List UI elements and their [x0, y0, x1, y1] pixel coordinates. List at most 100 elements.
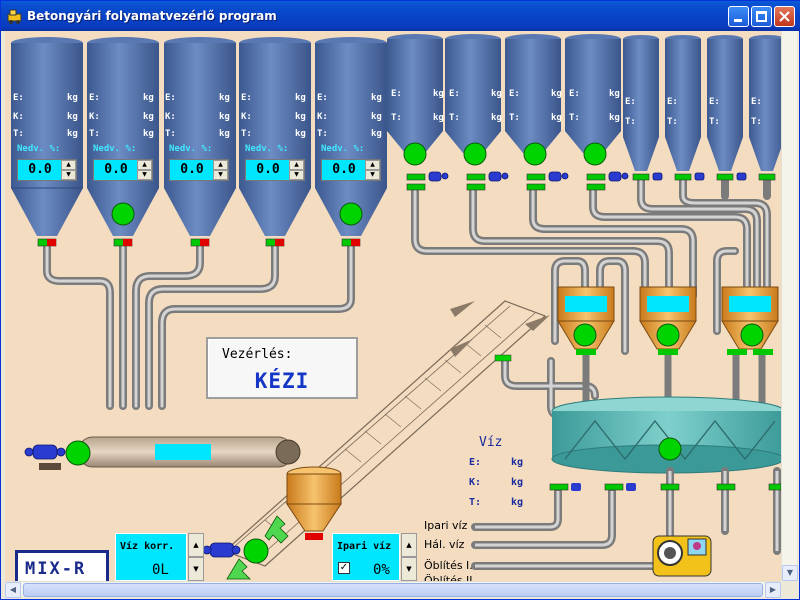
silo-3-k-unit: kg: [219, 112, 230, 122]
scroll-left-button[interactable]: ◀: [5, 582, 21, 598]
title-bar[interactable]: Betongyári folyamatvezérlő program: [1, 1, 800, 31]
network-water-pipe-label: Hál. víz: [424, 538, 465, 551]
aggregate-hopper: [286, 466, 342, 540]
water-correction-box[interactable]: Víz korr. 0L: [115, 533, 187, 581]
silo-4-k-label: K:: [241, 112, 252, 122]
rsilo-6-e: E:: [667, 97, 678, 107]
stepper-down-button[interactable]: ▼: [289, 170, 304, 180]
vertical-scrollbar[interactable]: ▼: [781, 31, 798, 581]
silo-2-t-label: T:: [89, 129, 100, 139]
industrial-water-caption: Ipari víz: [337, 541, 392, 552]
silo-5-e-unit: kg: [371, 93, 382, 103]
stepper-down-button[interactable]: ▼: [137, 170, 152, 180]
horizontal-scroll-thumb[interactable]: [23, 583, 763, 597]
stepper-down-button[interactable]: ▼: [61, 170, 76, 180]
water-k-unit: kg: [511, 477, 524, 488]
rsilo-2-e: E:: [449, 89, 460, 99]
control-mode-panel[interactable]: Vezérlés: KÉZI: [206, 337, 358, 399]
rsilo-2-e-unit: kg: [491, 89, 502, 99]
rsilo-7-t: T:: [709, 117, 720, 127]
silo-2-moisture-label: Nedv. %:: [93, 144, 137, 154]
stepper-up-button[interactable]: ▲: [137, 160, 152, 170]
arrow-up-icon: [226, 515, 289, 580]
resize-grip[interactable]: [781, 581, 797, 597]
rsilo-2-t: T:: [449, 113, 460, 123]
silo-5-k-label: K:: [317, 112, 328, 122]
rinse-1-pipe-label: Öblítés I.: [424, 559, 473, 572]
control-mode-value[interactable]: KÉZI: [254, 369, 310, 393]
stepper-up-button[interactable]: ▲: [365, 160, 380, 170]
silo-3-e-label: E:: [165, 93, 176, 103]
silo-5-moisture-value[interactable]: 0.0: [322, 160, 366, 180]
stepper-down-button[interactable]: ▼: [365, 170, 380, 180]
silo-5-moisture-stepper[interactable]: 0.0 ▲▼: [321, 159, 381, 181]
right-silo-7: [707, 35, 743, 171]
silo-4-moisture-label: Nedv. %:: [245, 144, 289, 154]
silo-2-t-unit: kg: [143, 129, 154, 139]
right-silo-indicators: [403, 142, 607, 166]
right-silo-group: [387, 34, 781, 171]
stepper-up-button[interactable]: ▲: [61, 160, 76, 170]
rsilo-1-e-unit: kg: [433, 89, 444, 99]
industrial-water-checkbox[interactable]: ✓: [338, 562, 350, 574]
close-button[interactable]: [774, 6, 795, 27]
rsilo-4-t-unit: kg: [609, 113, 620, 123]
rsilo-3-t: T:: [509, 113, 520, 123]
rsilo-6-t: T:: [667, 117, 678, 127]
silo-4-moisture-stepper[interactable]: 0.0 ▲▼: [245, 159, 305, 181]
silo-2-moisture-value[interactable]: 0.0: [94, 160, 138, 180]
rsilo-5-e: E:: [625, 97, 636, 107]
close-icon: [779, 11, 790, 22]
scroll-right-button[interactable]: ▶: [765, 582, 781, 598]
right-silo-1: [387, 34, 443, 153]
silo-1-moisture-stepper[interactable]: 0.0 ▲▼: [17, 159, 77, 181]
silo-1-t-label: T:: [13, 129, 24, 139]
horizontal-scrollbar[interactable]: ◀ ▶: [5, 581, 781, 598]
water-correction-down-button[interactable]: ▼: [188, 557, 204, 581]
industrial-water-box[interactable]: Ipari víz ✓ 0%: [332, 533, 400, 581]
industrial-water-down-button[interactable]: ▼: [401, 557, 417, 581]
stepper-up-button[interactable]: ▲: [289, 160, 304, 170]
water-correction-caption: Víz korr.: [120, 541, 175, 552]
industrial-water-up-button[interactable]: ▲: [401, 533, 417, 557]
mixer-valves: [549, 483, 781, 491]
silo-5-t-unit: kg: [371, 129, 382, 139]
feeder-indicator: [243, 538, 269, 564]
rsilo-8-t: T:: [751, 117, 762, 127]
water-correction-up-button[interactable]: ▲: [188, 533, 204, 557]
silo-2-moisture-stepper[interactable]: 0.0 ▲▼: [93, 159, 153, 181]
silo-5-t-label: T:: [317, 129, 328, 139]
minimize-button[interactable]: [728, 6, 749, 27]
stepper-down-button[interactable]: ▼: [213, 170, 228, 180]
logo: MIX-R: [15, 550, 109, 581]
silo-1-k-unit: kg: [67, 112, 78, 122]
silo-1-t-unit: kg: [67, 129, 78, 139]
maximize-button[interactable]: [751, 6, 772, 27]
silo-3-k-label: K:: [165, 112, 176, 122]
right-silo-valves: [406, 173, 776, 191]
rsilo-1-t-unit: kg: [433, 113, 444, 123]
stepper-up-button[interactable]: ▲: [213, 160, 228, 170]
water-section-title: Víz: [479, 435, 503, 450]
silo-1-moisture-value[interactable]: 0.0: [18, 160, 62, 180]
motor-icon: [428, 171, 747, 182]
water-correction-value[interactable]: 0L: [152, 562, 169, 578]
silo-1-e-unit: kg: [67, 93, 78, 103]
rsilo-4-e-unit: kg: [609, 89, 620, 99]
right-silo-2: [445, 34, 501, 153]
weigh-hoppers: [557, 286, 779, 355]
silo-3-moisture-stepper[interactable]: 0.0 ▲▼: [169, 159, 229, 181]
control-mode-caption: Vezérlés:: [222, 347, 293, 362]
water-t-label: T:: [469, 497, 482, 508]
industrial-water-pipe-label: Ipari víz: [424, 519, 468, 532]
scroll-down-button[interactable]: ▼: [782, 565, 798, 581]
rsilo-1-t: T:: [391, 113, 402, 123]
industrial-water-value[interactable]: 0%: [373, 562, 390, 578]
silo-3-moisture-value[interactable]: 0.0: [170, 160, 214, 180]
rsilo-3-t-unit: kg: [551, 113, 562, 123]
rsilo-7-e: E:: [709, 97, 720, 107]
process-canvas: E: kg K: kg T: kg E: kg K: kg T: kg E: k…: [5, 31, 781, 581]
silo-5-k-unit: kg: [371, 112, 382, 122]
right-silo-5: [623, 35, 659, 171]
silo-4-moisture-value[interactable]: 0.0: [246, 160, 290, 180]
